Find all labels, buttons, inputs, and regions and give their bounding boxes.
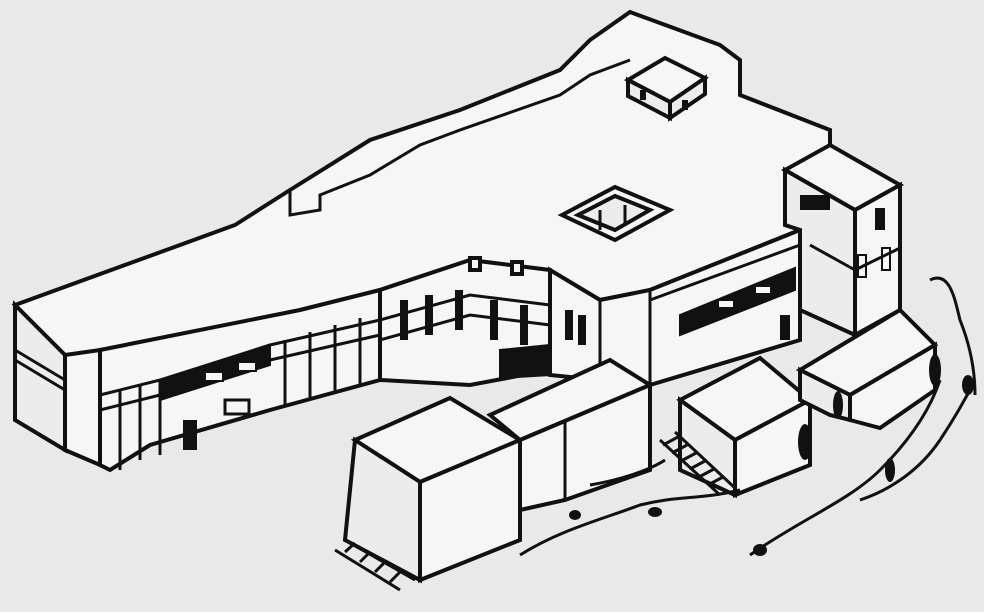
tower bbox=[780, 142, 905, 339]
front-cube bbox=[342, 395, 525, 584]
upper-wing-edge bbox=[288, 58, 631, 217]
right-facade bbox=[548, 227, 802, 388]
right-lower-block bbox=[676, 355, 814, 499]
stair-icon bbox=[658, 430, 737, 497]
roof-pavilion bbox=[623, 55, 709, 122]
far-right-block bbox=[795, 307, 939, 431]
stair-icon-front bbox=[334, 538, 416, 592]
tree-icon bbox=[569, 354, 974, 556]
courtyard-opening bbox=[557, 184, 675, 243]
front-wing-facade bbox=[98, 287, 382, 473]
